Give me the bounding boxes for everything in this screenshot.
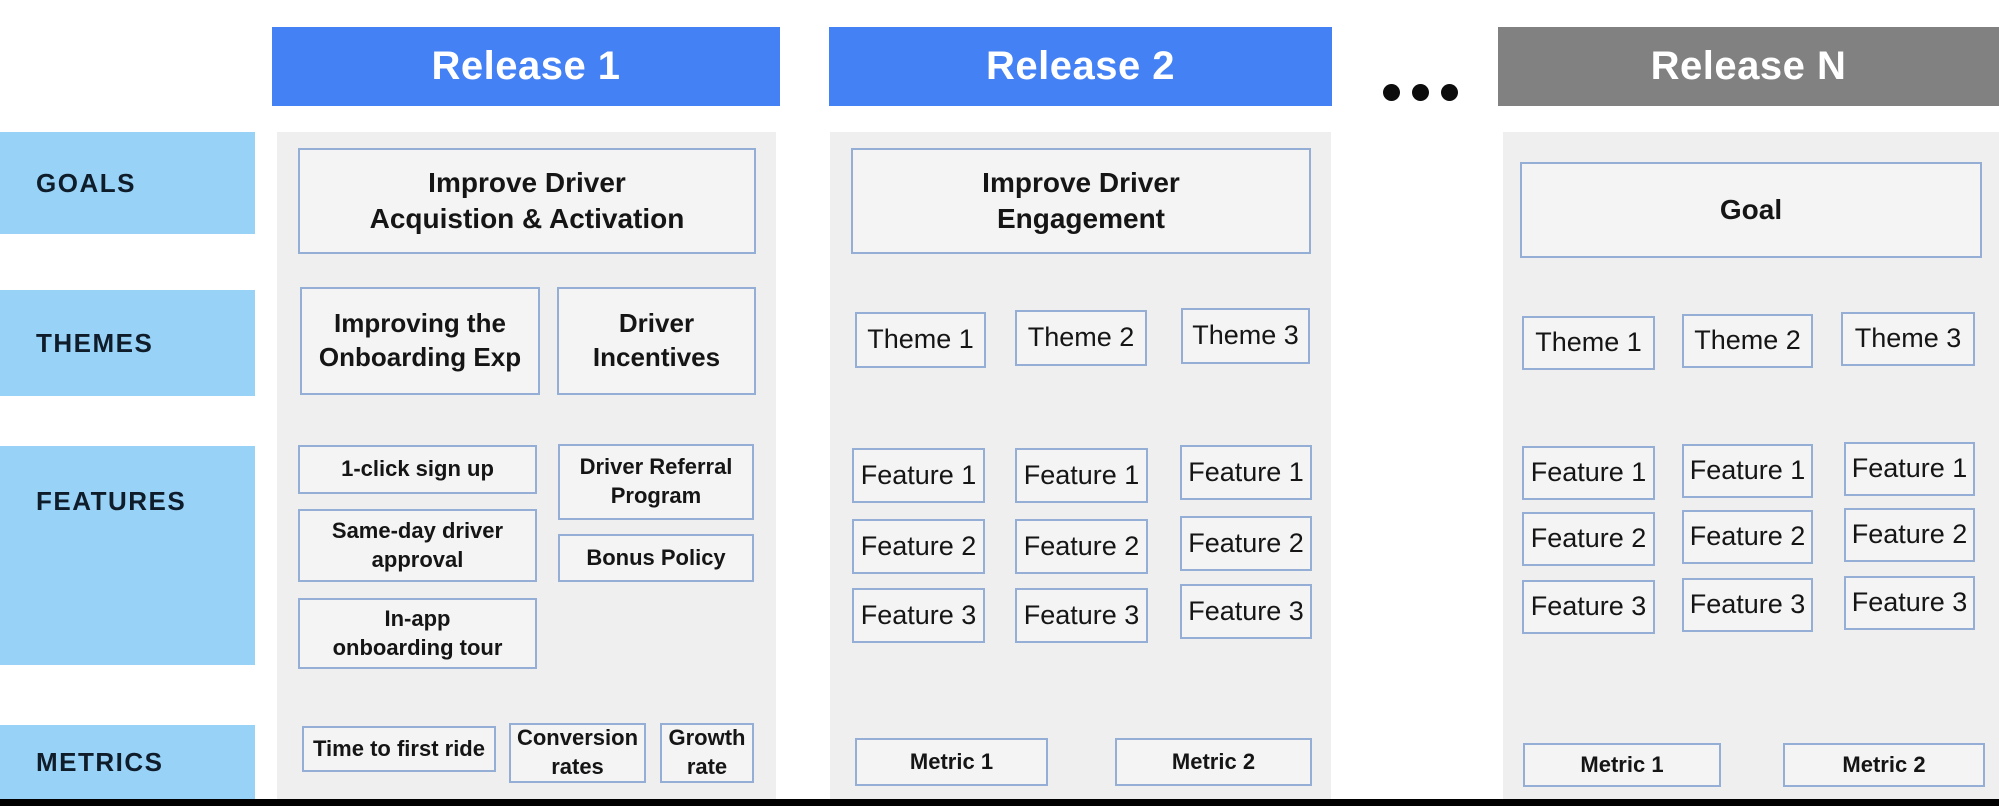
feature-box: Bonus Policy xyxy=(558,534,754,582)
release-n-panel: Goal Theme 1 Theme 2 Theme 3 Feature 1 F… xyxy=(1503,132,1999,799)
dot xyxy=(1412,84,1429,101)
release-2-header: Release 2 xyxy=(829,27,1332,106)
theme-box: Improving the Onboarding Exp xyxy=(300,287,540,395)
row-label-metrics: METRICS xyxy=(0,725,255,799)
feature-box: Feature 3 xyxy=(852,588,985,643)
theme-box: Driver Incentives xyxy=(557,287,756,395)
metric-box: Metric 2 xyxy=(1115,738,1312,786)
feature-box: Feature 2 xyxy=(1180,516,1312,571)
feature-box: Feature 1 xyxy=(1015,448,1148,503)
dot xyxy=(1383,84,1400,101)
feature-box: Feature 1 xyxy=(1180,445,1312,500)
feature-box: Feature 1 xyxy=(852,448,985,503)
row-label-text: GOALS xyxy=(36,167,136,198)
feature-box: In-app onboarding tour xyxy=(298,598,537,669)
feature-box: Feature 1 xyxy=(1682,444,1813,498)
feature-box: Driver Referral Program xyxy=(558,444,754,520)
goal-box: Goal xyxy=(1520,162,1982,258)
ellipsis-icon xyxy=(1383,84,1463,101)
metric-box: Metric 1 xyxy=(855,738,1048,786)
feature-box: Feature 2 xyxy=(852,519,985,574)
release-1-panel: Improve Driver Acquistion & Activation I… xyxy=(277,132,776,799)
feature-box: Feature 3 xyxy=(1844,576,1975,630)
feature-box: Feature 2 xyxy=(1844,508,1975,562)
metric-box: Metric 1 xyxy=(1523,743,1721,787)
dot xyxy=(1441,84,1458,101)
feature-box: Feature 2 xyxy=(1015,519,1148,574)
release-n-title: Release N xyxy=(1650,44,1847,88)
goal-box: Improve Driver Acquistion & Activation xyxy=(298,148,756,254)
feature-box: 1-click sign up xyxy=(298,445,537,494)
feature-box: Feature 2 xyxy=(1682,510,1813,564)
row-label-text: METRICS xyxy=(36,746,164,777)
release-n-header: Release N xyxy=(1498,27,1999,106)
feature-box: Feature 1 xyxy=(1844,442,1975,496)
row-label-themes: THEMES xyxy=(0,290,255,396)
goal-box: Improve Driver Engagement xyxy=(851,148,1311,254)
feature-box: Feature 2 xyxy=(1522,512,1655,566)
feature-box: Feature 3 xyxy=(1522,580,1655,634)
feature-box: Feature 3 xyxy=(1015,588,1148,643)
theme-box: Theme 2 xyxy=(1015,310,1147,366)
metric-box: Metric 2 xyxy=(1783,743,1985,787)
metric-box: Time to first ride xyxy=(302,726,496,772)
feature-box: Same-day driver approval xyxy=(298,509,537,582)
feature-box: Feature 3 xyxy=(1682,578,1813,632)
release-2-panel: Improve Driver Engagement Theme 1 Theme … xyxy=(830,132,1331,799)
theme-box: Theme 1 xyxy=(1522,316,1655,370)
release-1-title: Release 1 xyxy=(431,44,621,88)
theme-box: Theme 1 xyxy=(855,312,986,368)
metric-box: Conversion rates xyxy=(509,723,646,783)
feature-box: Feature 3 xyxy=(1180,584,1312,639)
feature-box: Feature 1 xyxy=(1522,446,1655,500)
row-label-text: FEATURES xyxy=(36,486,187,516)
theme-box: Theme 3 xyxy=(1181,308,1310,364)
theme-box: Theme 2 xyxy=(1682,314,1813,368)
theme-box: Theme 3 xyxy=(1841,312,1975,366)
release-2-title: Release 2 xyxy=(985,44,1176,88)
metric-box: Growth rate xyxy=(660,723,754,783)
row-label-text: THEMES xyxy=(36,327,154,358)
row-label-goals: GOALS xyxy=(0,132,255,234)
bottom-divider xyxy=(0,799,1999,806)
release-1-header: Release 1 xyxy=(272,27,780,106)
row-label-features: FEATURES xyxy=(0,446,255,665)
